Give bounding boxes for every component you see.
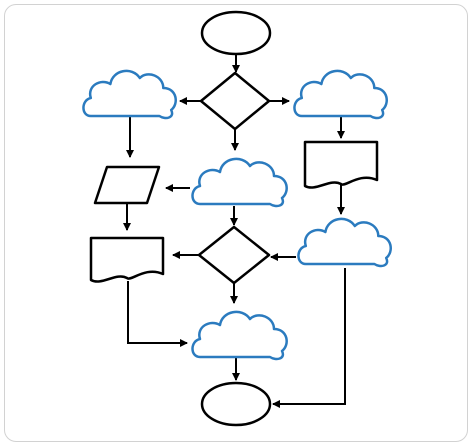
cloud-left-1-cloud [82,69,177,120]
decision-1-decision-diamond [199,71,271,131]
document-left-document [89,236,165,283]
cloud-right-1-cloud [293,69,388,120]
cloud-right-2-cloud [297,217,392,268]
decision-2-decision-diamond [197,225,271,285]
data-parallelogram-data-parallelogram [93,165,161,205]
start-terminator-oval [200,10,272,56]
edge-document-left-to-cloud-center-2 [127,281,188,347]
cloud-center-2-cloud [191,310,288,361]
edge-cloud-right-2-to-end [272,268,346,408]
end-terminator-oval [200,381,272,427]
document-right-document [303,140,379,189]
node-layer [82,10,392,427]
connector-layer [123,54,346,408]
cloud-center-1-cloud [191,157,288,208]
